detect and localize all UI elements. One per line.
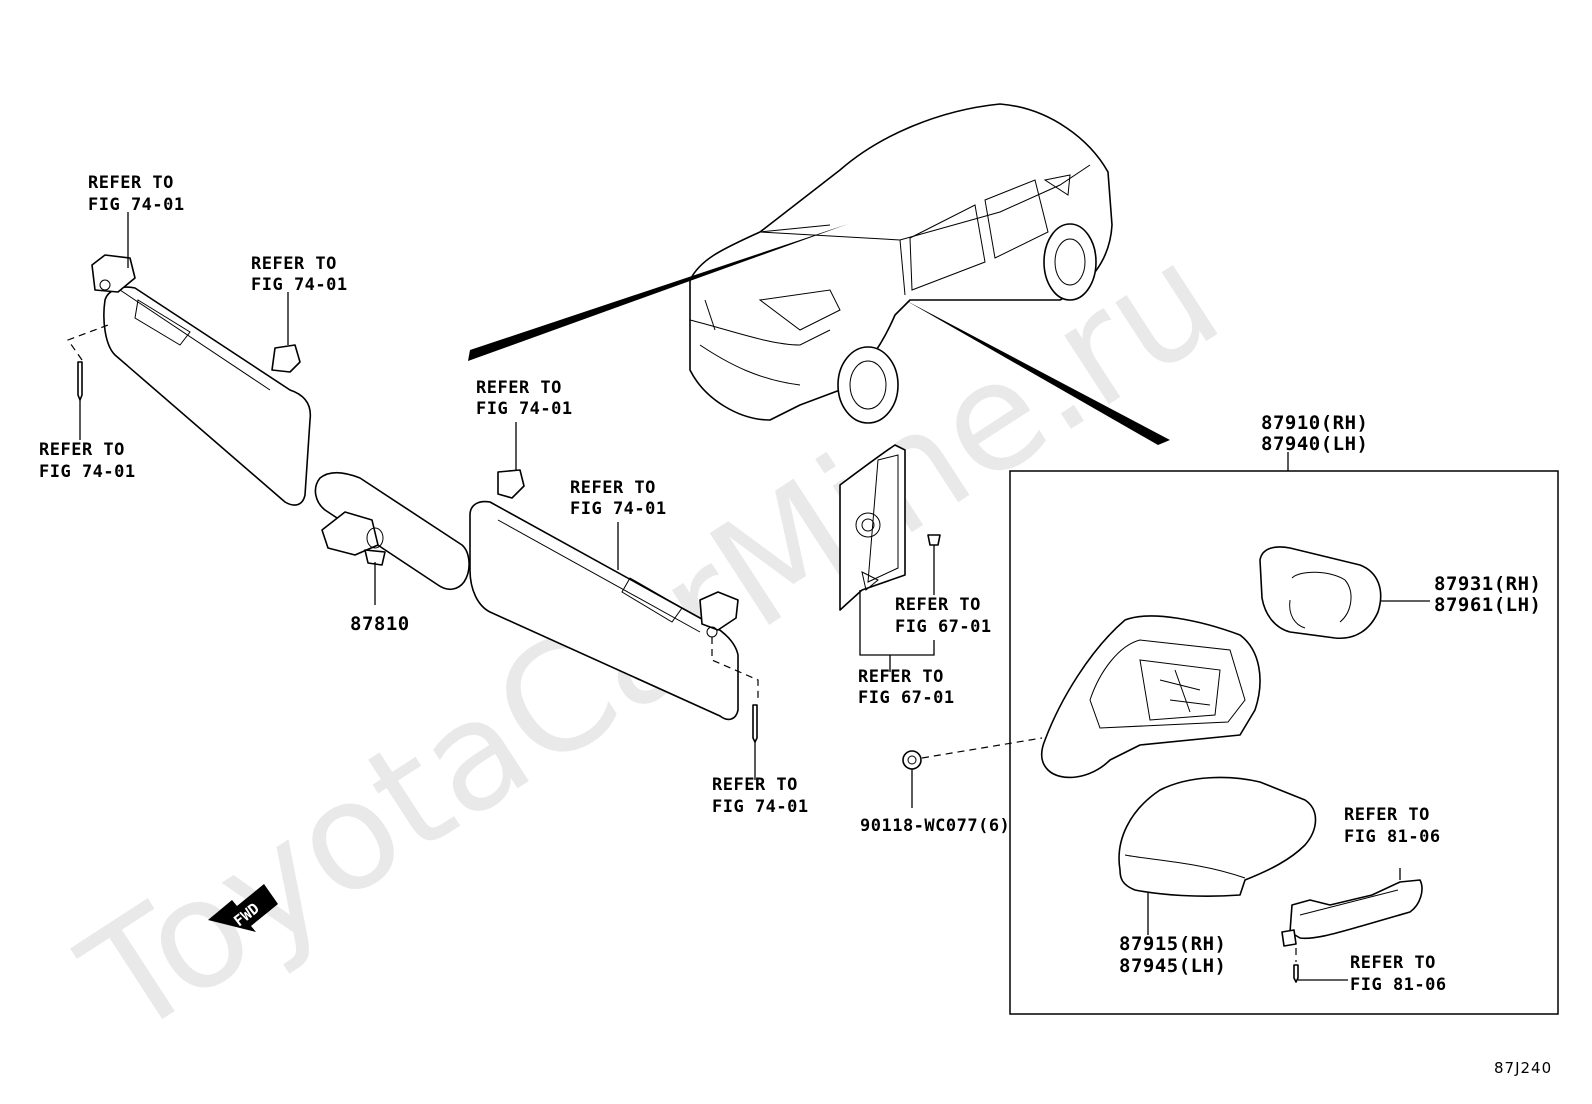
nut (902, 750, 922, 770)
ref-lamp-l1: REFER TO (1344, 805, 1430, 825)
ref-visor-left-screw-l2: FIG 74-01 (39, 462, 136, 482)
ref-garnish-body-l2: FIG 67-01 (858, 688, 955, 708)
fwd-arrow: FWD (208, 884, 278, 932)
sun-visor-right (469, 469, 759, 743)
leader-wedge-sunvisor (468, 224, 848, 361)
ref-garnish-clip-l1: REFER TO (895, 595, 981, 615)
pillar-garnish (839, 444, 941, 611)
ref-visor-right-body-l2: FIG 74-01 (570, 499, 667, 519)
part-number-glass-lh: 87961(LH) (1434, 594, 1541, 616)
ref-visor-right-clip-l1: REFER TO (476, 378, 562, 398)
inner-rear-view-mirror (314, 471, 470, 591)
ref-visor-right-screw-l2: FIG 74-01 (712, 797, 809, 817)
ref-visor-left-top-l1: REFER TO (88, 173, 174, 193)
mirror-cover (1118, 776, 1317, 897)
part-number-nut: 90118-WC077(6) (860, 816, 1010, 836)
ref-garnish-body-l1: REFER TO (858, 667, 944, 687)
mirror-glass (1259, 546, 1382, 639)
part-number-cover-lh: 87945(LH) (1119, 955, 1226, 977)
ref-visor-right-screw-l1: REFER TO (712, 775, 798, 795)
ref-visor-left-clip-l2: FIG 74-01 (251, 275, 348, 295)
part-number-outer-mirror-lh: 87940(LH) (1261, 433, 1368, 455)
ref-lamp-screw-l1: REFER TO (1350, 953, 1436, 973)
ref-visor-left-screw-l1: REFER TO (39, 440, 125, 460)
sun-visor-left (67, 254, 312, 506)
diagram-code: 87J240 (1494, 1059, 1552, 1077)
outer-mirror-assy-box (1009, 470, 1559, 1015)
ref-visor-right-body-l1: REFER TO (570, 478, 656, 498)
vehicle-illustration (689, 103, 1113, 424)
leader-wedge-mirror (905, 300, 1170, 445)
part-number-87810: 87810 (350, 613, 410, 635)
outer-mirror-body (1040, 615, 1261, 779)
ref-lamp-l2: FIG 81-06 (1344, 827, 1441, 847)
part-number-outer-mirror-rh: 87910(RH) (1261, 412, 1368, 434)
part-number-cover-rh: 87915(RH) (1119, 933, 1226, 955)
part-number-glass-rh: 87931(RH) (1434, 573, 1541, 595)
side-turn-lamp (1281, 879, 1423, 983)
ref-visor-left-clip-l1: REFER TO (251, 254, 337, 274)
ref-visor-right-clip-l2: FIG 74-01 (476, 399, 573, 419)
ref-lamp-screw-l2: FIG 81-06 (1350, 975, 1447, 995)
ref-visor-left-top-l2: FIG 74-01 (88, 195, 185, 215)
ref-garnish-clip-l2: FIG 67-01 (895, 617, 992, 637)
